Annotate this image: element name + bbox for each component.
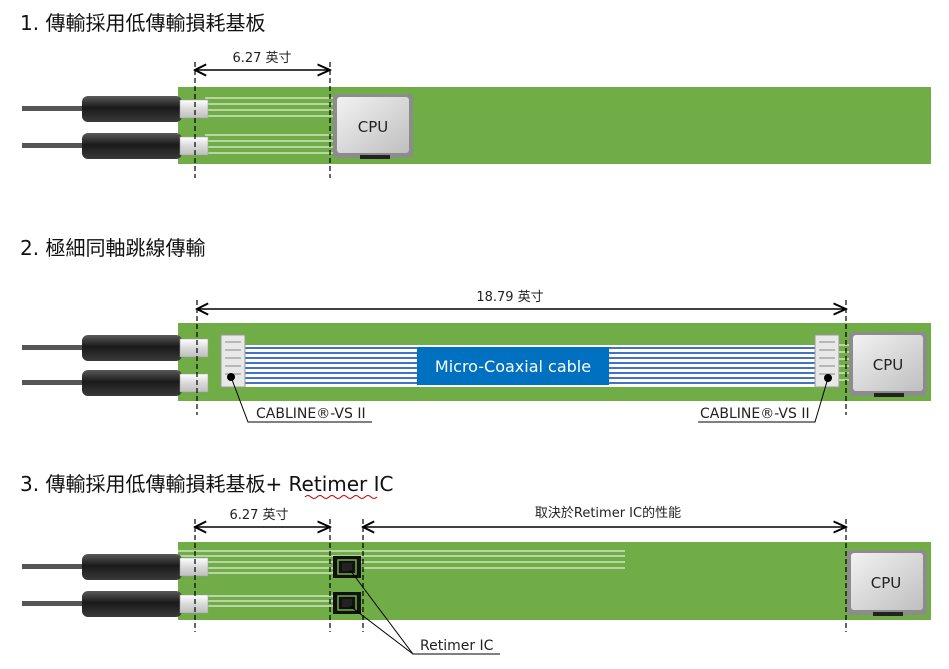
section3-cables bbox=[22, 554, 209, 617]
section2-dimension-label: 18.79 英寸 bbox=[476, 290, 543, 305]
section2-connector-right-label: CABLINE®-VS II bbox=[700, 406, 810, 422]
section2-title: 2. 極細同軸跳線傳輸 bbox=[20, 236, 205, 260]
section2-cables bbox=[22, 335, 209, 396]
section3-cpu: CPU bbox=[847, 550, 927, 616]
section2-cpu: CPU bbox=[849, 332, 927, 397]
section1-dimension-label: 6.27 英寸 bbox=[232, 51, 291, 66]
section2-callout-right-line bbox=[698, 377, 829, 423]
section3-cpu-label: CPU bbox=[871, 574, 902, 592]
section2-cpu-label: CPU bbox=[873, 356, 904, 374]
section1-title: 1. 傳輸採用低傳輸損耗基板 bbox=[20, 11, 265, 35]
section2-cable-label: Micro-Coaxial cable bbox=[435, 357, 591, 376]
section2-connector-left-label: CABLINE®-VS II bbox=[256, 406, 366, 422]
section2-connector-left bbox=[220, 334, 246, 388]
section2-callout-left-line bbox=[230, 376, 372, 423]
section1-traces bbox=[205, 97, 335, 154]
section2-cpu-traces bbox=[839, 344, 850, 381]
section3-ic-label: Retimer IC bbox=[420, 638, 494, 654]
section3-traces bbox=[140, 550, 625, 607]
section1-cpu-label: CPU bbox=[358, 118, 389, 136]
section3-board bbox=[178, 542, 931, 620]
section1-cables bbox=[22, 96, 209, 159]
section2-cable-label-box bbox=[417, 347, 609, 385]
section3-dimension-label: 6.27 英寸 bbox=[229, 508, 288, 523]
section3-callout-line-bottom bbox=[349, 605, 414, 655]
section2-connector-right bbox=[814, 334, 840, 388]
section3-retimer-chip-top bbox=[333, 556, 361, 578]
section1-cpu: CPU bbox=[333, 94, 413, 159]
section3-title: 3. 傳輸採用低傳輸損耗基板+ Retimer IC bbox=[20, 472, 394, 496]
section3-spellcheck-underline bbox=[304, 495, 378, 499]
section3-dimension-right-label: 取決於Retimer IC的性能 bbox=[535, 505, 681, 521]
section1-board bbox=[178, 87, 931, 164]
